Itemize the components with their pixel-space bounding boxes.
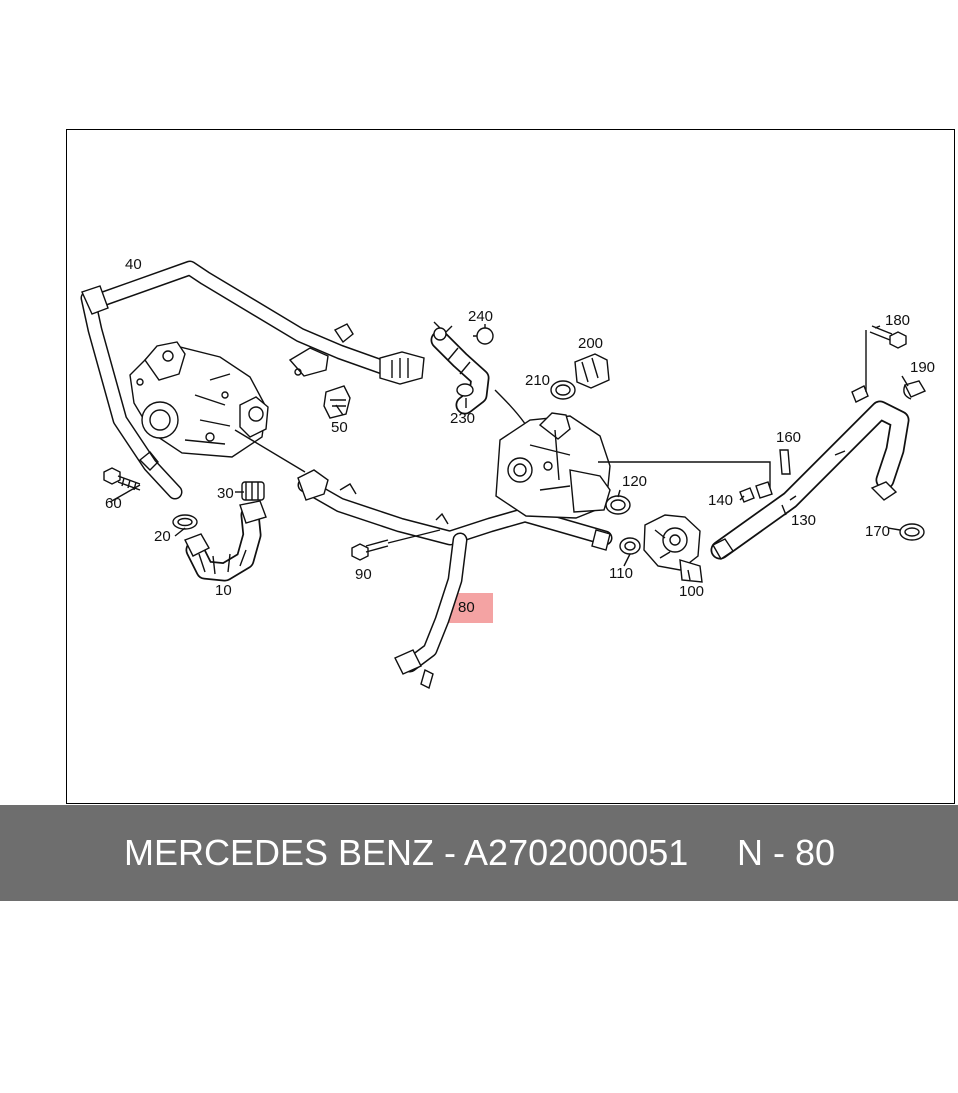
clamp-170[interactable] [870,481,925,541]
clamp-30[interactable] [241,481,265,501]
label-230[interactable]: 230 [450,410,475,427]
label-120[interactable]: 120 [622,473,647,490]
bolt-90[interactable] [351,529,441,561]
footer-part-number: MERCEDES BENZ - A2702000051 [124,832,689,873]
parts-diagram: 40 240 180 200 190 210 230 50 160 120 30… [80,256,935,690]
bolt-60[interactable] [103,467,141,491]
label-160[interactable]: 160 [776,429,801,446]
label-60[interactable]: 60 [105,495,122,512]
clip-50[interactable] [323,385,351,419]
leader-lines [109,325,909,581]
clip-240[interactable] [473,324,494,345]
hose-230[interactable] [430,321,549,471]
pipe-40[interactable] [80,260,425,500]
part-labels: 40 240 180 200 190 210 230 50 160 120 30… [105,256,935,616]
label-90[interactable]: 90 [355,566,372,583]
label-200[interactable]: 200 [578,335,603,352]
label-170[interactable]: 170 [865,523,890,540]
clip-190[interactable] [903,380,927,400]
coolant-housing-left[interactable] [129,341,306,473]
label-40[interactable]: 40 [125,256,142,273]
coolant-pump-center[interactable] [495,412,771,519]
label-140[interactable]: 140 [708,492,733,509]
label-80[interactable]: 80 [458,599,475,616]
clamp-110[interactable] [619,537,641,555]
hose-10[interactable] [184,500,267,582]
label-240[interactable]: 240 [468,308,493,325]
label-50[interactable]: 50 [331,419,348,436]
pipe-130[interactable] [710,330,910,560]
label-210[interactable]: 210 [525,372,550,389]
bolt-180[interactable] [869,325,907,349]
clamp-20[interactable] [172,514,198,530]
label-30[interactable]: 30 [217,485,234,502]
valve-100[interactable] [643,514,703,583]
bracket-160[interactable] [779,449,791,475]
label-190[interactable]: 190 [910,359,935,376]
clip-140[interactable] [739,481,773,503]
label-130[interactable]: 130 [791,512,816,529]
label-100[interactable]: 100 [679,583,704,600]
clamp-210[interactable] [550,380,576,400]
label-110[interactable]: 110 [609,565,633,582]
footer-bar: MERCEDES BENZ - A2702000051 N - 80 [0,805,958,901]
clamp-200[interactable] [574,353,610,389]
label-10[interactable]: 10 [215,582,232,599]
label-20[interactable]: 20 [154,528,171,545]
pipe-80[interactable] [297,469,613,690]
label-180[interactable]: 180 [885,312,910,329]
clamp-120[interactable] [605,495,631,515]
footer-ref-number: N - 80 [737,832,836,873]
